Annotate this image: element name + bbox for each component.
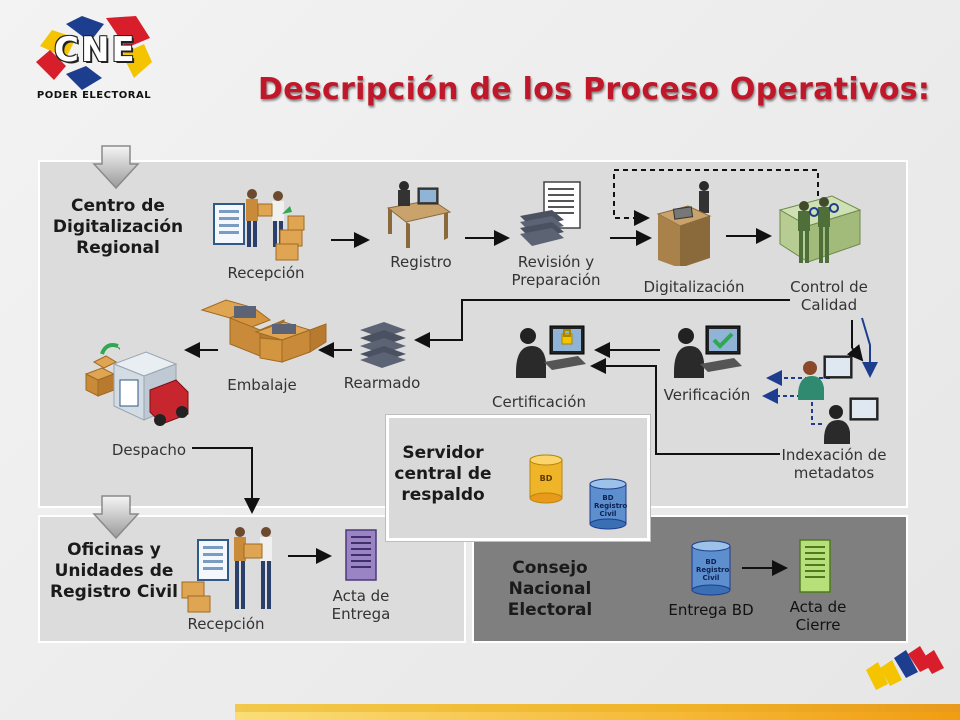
verificacion-computer-icon: [672, 322, 746, 390]
page-title: Descripción de los Proceso Operativos:: [258, 72, 931, 107]
label-recepcion-top: Recepción: [227, 264, 305, 282]
section-oficinas-title: Oficinas y Unidades de Registro Civil: [50, 540, 178, 602]
cne-logo: CNE PODER ELECTORAL: [26, 8, 156, 108]
label-digitalizacion: Digitalización: [643, 278, 745, 296]
label-certificacion: Certificación: [492, 393, 586, 411]
label-acta-entrega: Acta de Entrega: [331, 587, 391, 623]
label-control: Control de Calidad: [790, 278, 868, 314]
chevron-down-icon: [92, 494, 140, 544]
section-centro-title: Centro de Digitalización Regional: [52, 196, 184, 258]
rearmado-stack-icon: [358, 320, 408, 374]
registro-desk-icon: [384, 178, 454, 254]
corner-stripes-logo: [862, 644, 946, 696]
bd-registro-label: BD Registro Civil: [594, 494, 628, 518]
chevron-down-icon: [92, 144, 140, 194]
acta-entrega-document-icon: [344, 528, 378, 586]
certificacion-computer-icon: [514, 322, 588, 390]
label-embalaje: Embalaje: [227, 376, 297, 394]
revision-documents-icon: [516, 180, 586, 254]
entrega-bd-database-icon: BD Registro Civil: [690, 540, 732, 602]
section-servidor-title: Servidor central de respaldo: [394, 443, 492, 505]
footer-bar-highlight: [235, 712, 960, 720]
despacho-truck-icon: [80, 340, 192, 436]
bd-registro-database-icon: BD Registro Civil: [588, 478, 628, 534]
recepcion-people-icon: [210, 184, 310, 268]
label-acta-cierre: Acta de Cierre: [789, 598, 847, 634]
bd-database-icon: BD: [528, 454, 564, 508]
bd-label: BD: [539, 474, 553, 483]
embalaje-boxes-icon: [200, 296, 328, 370]
acta-cierre-document-icon: [798, 538, 832, 598]
section-consejo-title: Consejo Nacional Electoral: [507, 558, 593, 620]
label-verificacion: Verificación: [663, 386, 751, 404]
label-revision: Revisión y Preparación: [511, 253, 601, 289]
digitalizacion-scanner-icon: [654, 180, 714, 270]
label-registro: Registro: [390, 253, 452, 271]
logo-subtitle: PODER ELECTORAL: [36, 90, 152, 101]
label-entrega-bd: Entrega BD: [668, 601, 754, 619]
label-despacho: Despacho: [111, 441, 187, 459]
label-rearmado: Rearmado: [343, 374, 421, 392]
indexacion-computers-icon: [796, 354, 886, 450]
recepcion-bottom-people-icon: [180, 522, 280, 618]
label-recepcion-bottom: Recepción: [187, 615, 265, 633]
logo-brand: CNE: [54, 30, 137, 70]
control-calidad-icon: [776, 186, 862, 278]
label-indexacion: Indexación de metadatos: [781, 446, 887, 482]
entrega-bd-label: BD Registro Civil: [696, 558, 730, 582]
